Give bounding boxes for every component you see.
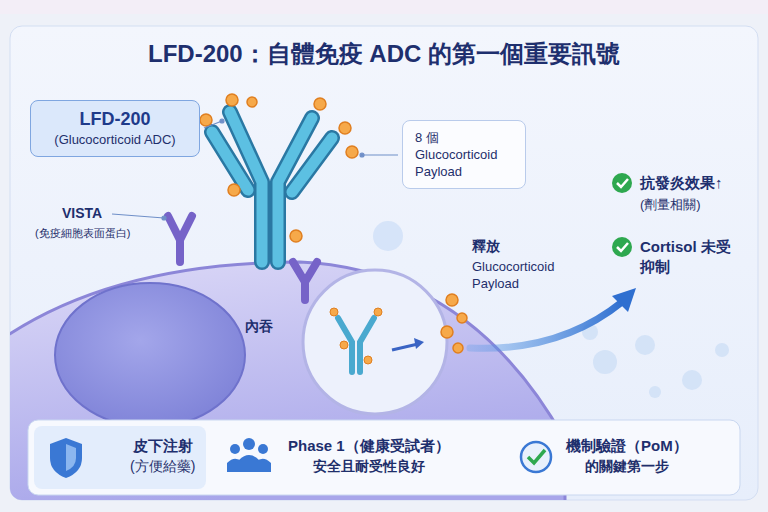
antibody [212, 112, 332, 262]
card [10, 26, 758, 500]
node-text: 皮下注射 [130, 436, 195, 456]
check-icon [612, 173, 632, 257]
top-strip [0, 0, 768, 14]
released-dots [441, 294, 467, 353]
node-text: (方便給藥) [130, 456, 195, 476]
label-text: (免疫細胞表面蛋白) [35, 226, 130, 241]
node-text: Phase 1（健康受試者） [288, 436, 450, 456]
shield-icon [50, 438, 82, 478]
label-text: Cortisol 未受抑制 [640, 237, 732, 277]
internal-antibody [338, 318, 374, 372]
title: LFD-200：自體免疫 ADC 的第一個重要訊號 [0, 38, 768, 70]
node-box: 皮下注射(方便給藥) [130, 436, 195, 476]
bottom-band [28, 420, 740, 495]
label-text: Glucocorticoid Payload [472, 258, 580, 292]
label-text: VISTA [62, 205, 102, 221]
release-arrowhead [414, 338, 424, 349]
check-circle-icon [521, 442, 551, 472]
item-panel [34, 426, 206, 489]
effect-arrowhead [612, 288, 636, 312]
node-text: 機制驗證（PoM） [566, 436, 688, 456]
endosome [303, 270, 447, 414]
node-text: LFD-200 [41, 108, 189, 131]
node-text: (Glucocorticoid ADC) [41, 131, 189, 149]
node-box: 機制驗證（PoM）的關鍵第一步 [566, 436, 688, 476]
node-box: Phase 1（健康受試者）安全且耐受性良好 [288, 436, 450, 476]
node-box: 8 個 Glucocorticoid Payload [402, 120, 526, 189]
release-arrow [392, 344, 418, 350]
payload-dots [200, 94, 358, 242]
internal-dots [330, 308, 382, 364]
label-text: 內吞 [245, 318, 273, 336]
node-box: LFD-200(Glucocorticoid ADC) [30, 100, 200, 157]
node-text: 安全且耐受性良好 [288, 456, 450, 476]
effect-arrow [470, 302, 622, 348]
node-text: 的關鍵第一步 [566, 456, 688, 476]
shield-icon [66, 444, 76, 471]
node-text: 8 個 Glucocorticoid Payload [415, 129, 513, 180]
people-icon [227, 438, 271, 472]
nucleus [55, 283, 245, 427]
label-text: (劑量相關) [640, 196, 701, 214]
label-text: 釋放 [472, 238, 500, 256]
label-text: 抗發炎效果↑ [640, 174, 723, 193]
vista-receptor [168, 216, 317, 300]
